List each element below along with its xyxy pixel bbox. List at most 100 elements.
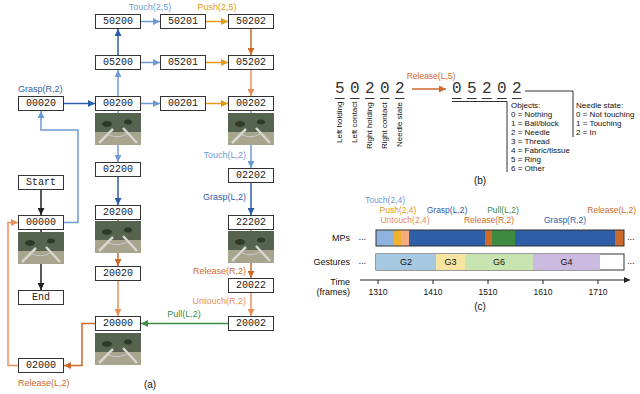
scene-photo [95, 333, 141, 365]
key-entry: 5 = Ring [511, 155, 541, 165]
axis-tick: 1310 [369, 287, 388, 297]
mp-segment [401, 230, 409, 246]
state-box: 20200 [95, 205, 141, 220]
transition-arrow [250, 70, 252, 96]
scene-photo [95, 221, 141, 253]
transition-label: Release(L,2) [18, 378, 70, 388]
state-box: 05202 [228, 55, 274, 70]
state-box: 02202 [228, 168, 274, 183]
transition-label: Touch(2,5) [129, 2, 172, 12]
panel-label: (c) [474, 302, 486, 312]
node-text: G4 [560, 254, 572, 270]
state-box: 20002 [228, 316, 274, 331]
axis-tick-mark [488, 280, 489, 284]
node-text: 20000 [103, 317, 133, 330]
gesture-segment: G3 [436, 254, 465, 270]
axis-title: Time (frames) [308, 277, 350, 297]
digit-underline [482, 98, 492, 99]
node-text: 22202 [236, 216, 266, 229]
state-box: 00201 [160, 96, 206, 111]
transition-arrow [206, 21, 228, 23]
gesture-segment: G2 [376, 254, 436, 270]
digit-meaning: Left holding [335, 102, 345, 143]
node-text: 00200 [103, 97, 133, 110]
state-box: 50202 [228, 14, 274, 29]
node-text: 20022 [236, 279, 266, 292]
digit-underline [512, 98, 522, 99]
transition-arrow [250, 183, 252, 215]
axis-tick: 1610 [534, 287, 553, 297]
digit-meaning: Needle state [395, 102, 405, 147]
transition-arrow [141, 21, 160, 23]
mp-segment [492, 230, 515, 246]
key-entry: 2 = In [576, 128, 596, 138]
transition-arrow [250, 293, 252, 316]
ellipsis: ... [358, 256, 366, 266]
axis-tick-mark [598, 280, 599, 284]
digit-underline [380, 98, 390, 99]
state-box: Start [18, 175, 64, 190]
digit-underline [497, 98, 507, 99]
node-text: 02200 [103, 163, 133, 176]
key-heading: Needle state: [576, 101, 623, 111]
state-box: 00202 [228, 96, 274, 111]
bar-outline [376, 254, 624, 270]
ellipsis: ... [358, 232, 366, 242]
node-text: 00202 [236, 97, 266, 110]
transition-label: Push(2,5) [197, 2, 236, 12]
gesture-segment: G6 [465, 254, 533, 270]
node-text: G6 [493, 254, 505, 270]
mp-segment [376, 230, 394, 246]
transition-arrow [250, 29, 252, 55]
transition-arrow [117, 29, 119, 55]
scene-photo [95, 113, 141, 145]
node-text: 02202 [236, 169, 266, 182]
transition-arrow [141, 103, 160, 105]
node-text: 00000 [26, 216, 56, 229]
transition-label: Release(R,2) [193, 266, 246, 276]
primitive-label: Pull(L,2) [487, 205, 519, 215]
mp-segment [615, 230, 624, 246]
node-text: 20002 [236, 317, 266, 330]
transition-arrow [412, 88, 446, 90]
state-box: 05200 [95, 55, 141, 70]
key-entry: 0 = Nothing [511, 110, 552, 120]
primitive-label: Release(R,2) [464, 215, 514, 225]
state-box: 20000 [95, 316, 141, 331]
scene-photo [228, 231, 274, 263]
axis-tick: 1410 [424, 287, 443, 297]
state-box: End [18, 290, 64, 305]
state-box: 02000 [18, 358, 64, 373]
primitive-label: Grasp(R,2) [544, 215, 586, 225]
transition-arrow [64, 103, 95, 105]
ellipsis: ... [627, 256, 635, 266]
node-text: 50202 [236, 15, 266, 28]
key-entry: 2 = Needle [511, 128, 550, 138]
mp-bar [376, 230, 624, 246]
bar-outline [376, 230, 624, 246]
transition-arrow [40, 190, 42, 215]
state-box: 20020 [95, 266, 141, 281]
state-code: 50202 [335, 80, 410, 98]
digit-underline [350, 98, 360, 99]
digit-underline [335, 98, 345, 99]
digit-underline [395, 98, 405, 99]
primitive-label: Grasp(L,2) [427, 205, 468, 215]
key-heading: Objects: [511, 101, 540, 111]
node-text: 05200 [103, 56, 133, 69]
state-box: 00200 [95, 96, 141, 111]
transition-label: Touch(L,2) [203, 150, 246, 160]
transition-arrow [141, 62, 160, 64]
digit-meaning: Right holding [365, 102, 375, 149]
scene-photo [18, 232, 64, 264]
transition-label: Grasp(R,2) [18, 84, 63, 94]
state-box: 50200 [95, 14, 141, 29]
axis-tick-mark [543, 280, 544, 284]
axis-tick: 1710 [589, 287, 608, 297]
key-entry: 4 = Fabric/tissue [511, 146, 570, 156]
node-text: Start [26, 176, 56, 189]
primitive-label: Touch(2,4) [365, 195, 405, 205]
state-box: 00020 [18, 96, 64, 111]
transition-arrow [206, 62, 228, 64]
